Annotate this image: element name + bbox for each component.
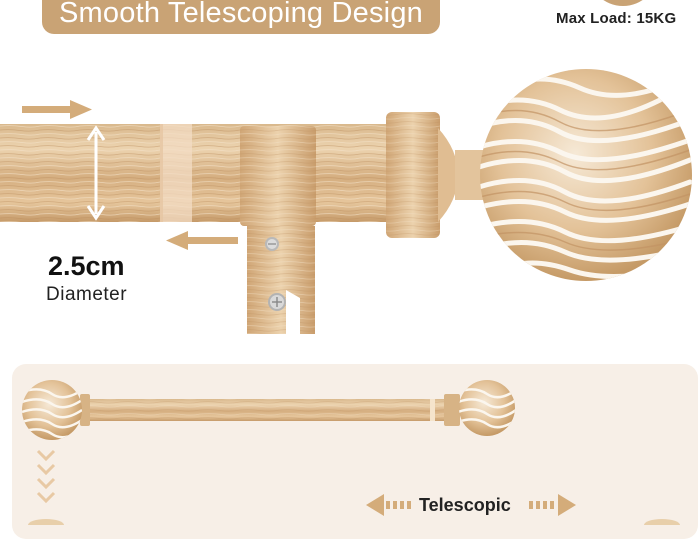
curtain-rod-illustration	[0, 69, 692, 525]
chevron-down-icon	[36, 449, 56, 504]
load-badge	[588, 0, 658, 6]
double-arrow-horizontal-icon	[366, 494, 576, 516]
headline-banner: Smooth Telescoping Design	[42, 0, 440, 34]
diameter-value: 2.5cm	[48, 251, 125, 281]
full-rod-panel	[12, 364, 698, 539]
rod-main	[0, 124, 400, 222]
max-load-text: Max Load: 15KG	[556, 10, 677, 27]
bottom-finial-left	[28, 519, 64, 525]
telescopic-label: Telescopic	[419, 495, 511, 515]
full-rod	[22, 380, 515, 440]
wall-bracket	[240, 126, 316, 334]
bottom-finial-right	[644, 519, 680, 525]
screw-bottom	[268, 293, 286, 311]
double-arrow-vertical-icon	[86, 125, 106, 221]
finial-ball	[480, 69, 692, 281]
finial-collar	[386, 112, 489, 238]
diameter-label: Diameter	[46, 284, 128, 305]
screw-top	[265, 237, 279, 251]
arrow-left-icon	[166, 231, 238, 250]
arrow-right-icon	[22, 100, 92, 119]
